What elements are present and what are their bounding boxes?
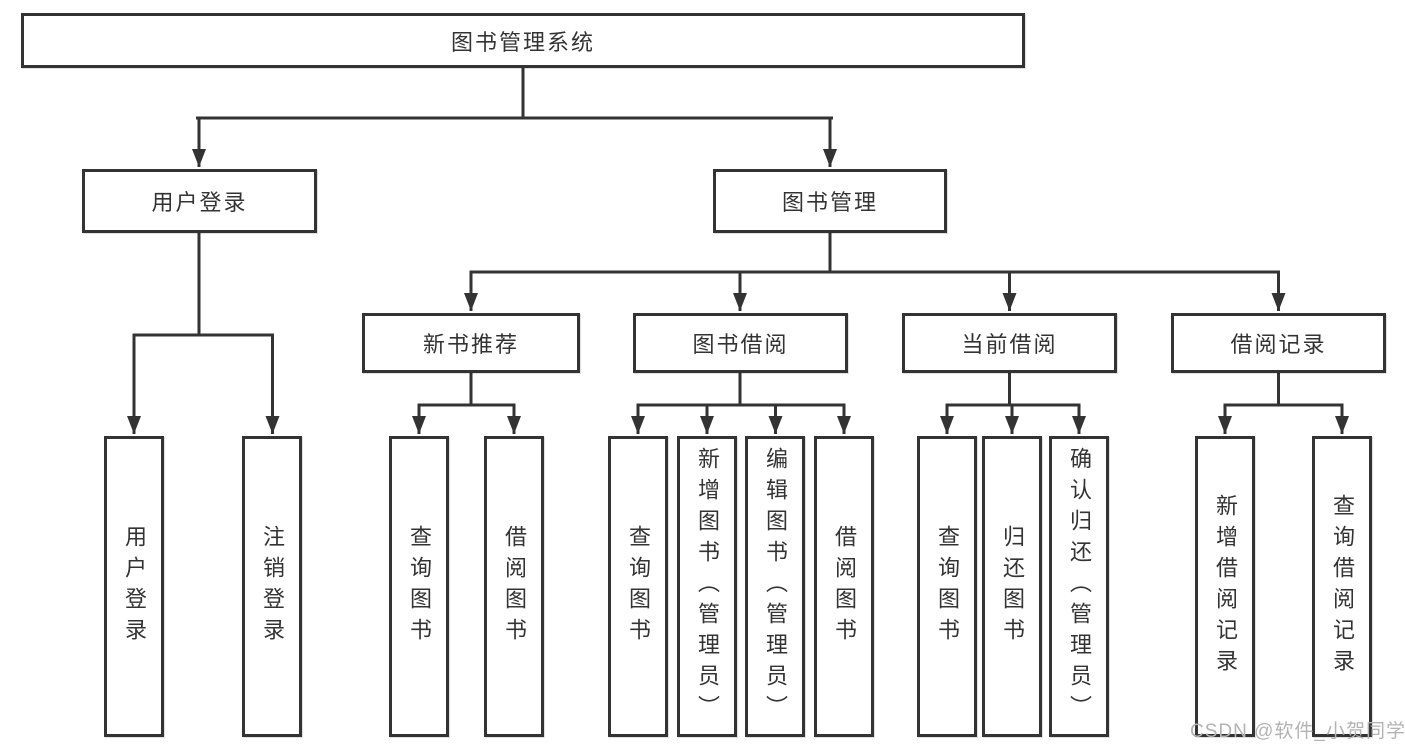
node-current-borrowing: 当前借阅 xyxy=(902,313,1117,373)
leaf-user-login: 用户登录 xyxy=(104,436,164,737)
leaf-borrow-books-borrowing: 借阅图书 xyxy=(814,436,874,737)
leaf-query-books-current: 查询图书 xyxy=(917,436,977,737)
node-library-management-system: 图书管理系统 xyxy=(21,13,1025,68)
leaf-borrow-books-recommend: 借阅图书 xyxy=(484,436,544,737)
leaf-confirm-return-admin: 确认归还（管理员） xyxy=(1049,436,1109,737)
leaf-return-books: 归还图书 xyxy=(982,436,1042,737)
leaf-add-borrow-record: 新增借阅记录 xyxy=(1195,436,1255,737)
leaf-edit-books-admin: 编辑图书（管理员） xyxy=(745,436,805,737)
leaf-query-books-recommend: 查询图书 xyxy=(389,436,449,737)
leaf-query-borrow-record: 查询借阅记录 xyxy=(1312,436,1372,737)
csdn-watermark: CSDN @软件_小贺同学 xyxy=(1190,721,1405,742)
node-user-login: 用户登录 xyxy=(82,169,317,233)
leaf-logout: 注销登录 xyxy=(242,436,302,737)
node-new-book-recommendation: 新书推荐 xyxy=(362,313,580,373)
leaf-add-books-admin: 新增图书（管理员） xyxy=(677,436,737,737)
node-borrowing-records: 借阅记录 xyxy=(1171,313,1386,373)
node-book-borrowing: 图书借阅 xyxy=(633,313,848,373)
leaf-query-books-borrowing: 查询图书 xyxy=(608,436,668,737)
node-book-management: 图书管理 xyxy=(713,169,947,233)
